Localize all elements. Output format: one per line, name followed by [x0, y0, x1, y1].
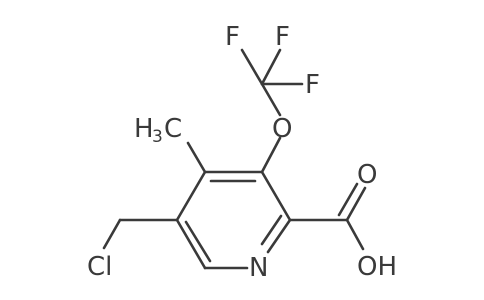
bond-c5-c6-inner	[184, 220, 212, 263]
atom-hydroxyl: OH	[357, 252, 397, 282]
bond-n-c2	[266, 218, 292, 254]
bond-c4-c5	[175, 170, 207, 222]
bond-carbonyl-2	[337, 182, 359, 217]
atom-fluorine-2: F	[275, 22, 290, 52]
bond-c-oh	[345, 218, 365, 251]
atom-methyl-subscript: 3	[152, 127, 163, 147]
atom-fluorine-1: F	[225, 22, 240, 52]
bond-c4-methyl	[186, 141, 207, 174]
bonds	[102, 48, 367, 270]
bond-c2-c3	[260, 170, 292, 222]
bond-ch2-cl	[102, 218, 122, 250]
atom-labels: F F F O H 3 C O OH N Cl	[87, 22, 397, 283]
bond-o-c3	[260, 136, 282, 174]
bond-cf3-o	[260, 82, 282, 117]
bond-n-c2-inner	[260, 214, 283, 246]
bond-c5-c6	[175, 218, 207, 270]
atom-methyl-h: H	[134, 114, 154, 144]
atom-fluorine-3: F	[305, 70, 320, 100]
atom-oxygen-carbonyl: O	[357, 160, 377, 190]
atom-nitrogen: N	[249, 253, 268, 283]
bond-cf3-f2	[260, 48, 282, 86]
atom-oxygen-ether: O	[272, 114, 292, 144]
atom-chlorine: Cl	[87, 252, 112, 282]
bond-carbonyl-1	[345, 186, 367, 222]
bond-cf3-f1	[240, 48, 264, 86]
atom-methyl-c: C	[164, 114, 182, 144]
